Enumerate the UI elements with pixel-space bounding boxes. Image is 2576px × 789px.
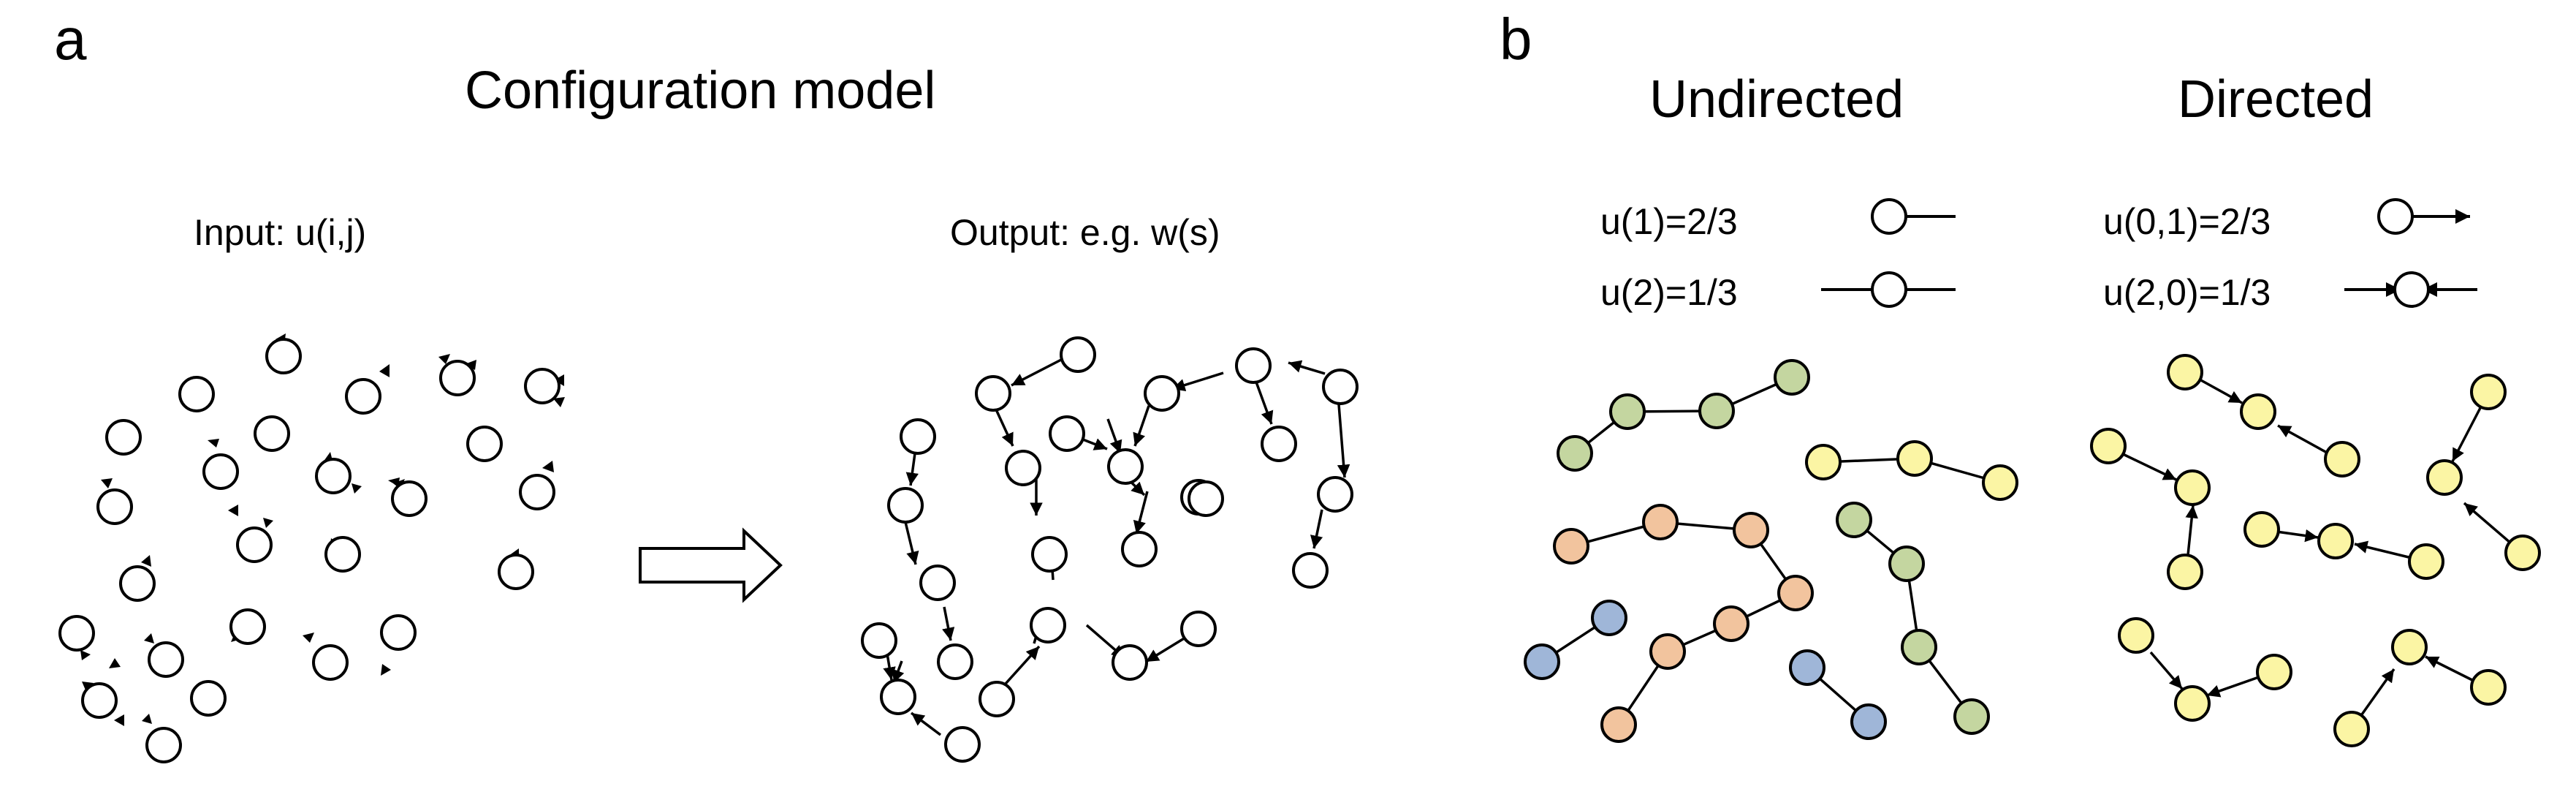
legend-directed-u20-symbol xyxy=(2344,271,2477,308)
undirected-edges xyxy=(1541,376,2001,725)
legend-u01: u(0,1)=2/3 xyxy=(2103,201,2271,242)
legend-directed-u01-symbol xyxy=(2377,198,2470,235)
legend-undirected-u1-symbol xyxy=(1871,198,1956,235)
legend-u20: u(2,0)=1/3 xyxy=(2103,272,2271,313)
output-network-nodes xyxy=(861,336,1359,763)
undirected-nodes xyxy=(1524,359,2018,743)
input-stub-nodes xyxy=(58,333,565,763)
panel-a-label: a xyxy=(54,7,87,72)
directed-nodes xyxy=(2090,354,2541,747)
legend-undirected-u2-symbol xyxy=(1821,271,1956,308)
legend-u2: u(2)=1/3 xyxy=(1600,272,1738,313)
input-label: Input: u(i,j) xyxy=(194,212,367,253)
output-label: Output: e.g. w(s) xyxy=(950,212,1220,253)
undirected-title: Undirected xyxy=(1649,70,1904,129)
configuration-model-title: Configuration model xyxy=(465,61,936,120)
legend-u1: u(1)=2/3 xyxy=(1600,201,1738,242)
transform-arrow xyxy=(639,527,783,603)
panel-b-label: b xyxy=(1500,7,1532,72)
directed-edges xyxy=(2122,378,2512,716)
directed-title: Directed xyxy=(2178,70,2374,129)
